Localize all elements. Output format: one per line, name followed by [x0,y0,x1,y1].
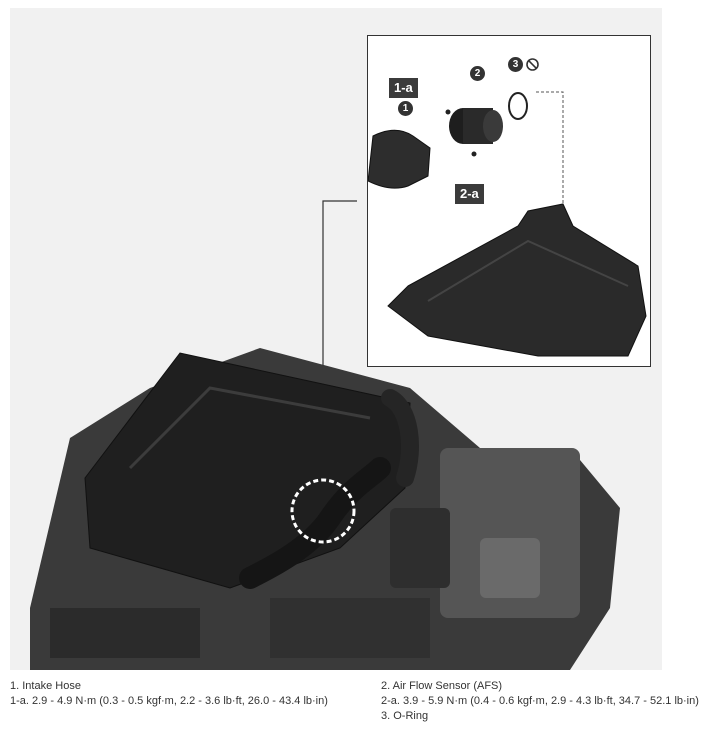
engine-diagram: 1-a 2-a 1 2 3 [10,8,662,670]
connector-block [390,508,450,588]
no-reuse-icon [526,58,539,71]
legend-item-intake-hose-torque: 1-a. 2.9 - 4.9 N·m (0.3 - 0.5 kgf·m, 2.2… [10,695,328,707]
screw-bottom [471,151,477,157]
engine-illustration [30,200,620,670]
engine-lower-left [50,608,200,658]
torque-tag-1a: 1-a [389,78,418,98]
intake-hose-part [368,129,431,189]
afs-sensor-outlet [483,110,503,142]
engine-lower-mid [270,598,430,658]
screw-top [445,109,451,115]
intake-hose [239,457,391,589]
callout-3: 3 [508,57,523,72]
legend-item-intake-hose: 1. Intake Hose [10,680,81,692]
engine-right-assembly [440,448,580,618]
detail-inset: 1-a 2-a 1 2 3 [367,35,651,367]
air-cleaner-ridge [427,239,629,302]
legend-right: 2. Air Flow Sensor (AFS) 2-a. 3.9 - 5.9 … [381,679,699,724]
air-duct [381,389,419,487]
legend-left: 1. Intake Hose 1-a. 2.9 - 4.9 N·m (0.3 -… [10,679,328,709]
detail-circle [290,478,356,544]
inset-illustration [368,91,647,357]
reservoir-tank [480,538,540,598]
air-cleaner-cover [387,203,647,357]
callout-1: 1 [398,101,413,116]
legend-item-o-ring: 3. O-Ring [381,710,429,722]
o-ring [508,92,528,120]
callout-2: 2 [470,66,485,81]
cover-ridge [128,386,371,470]
torque-tag-2a: 2-a [455,184,484,204]
legend-item-afs-torque: 2-a. 3.9 - 5.9 N·m (0.4 - 0.6 kgf·m, 2.9… [381,695,699,707]
legend-item-afs: 2. Air Flow Sensor (AFS) [381,680,503,692]
